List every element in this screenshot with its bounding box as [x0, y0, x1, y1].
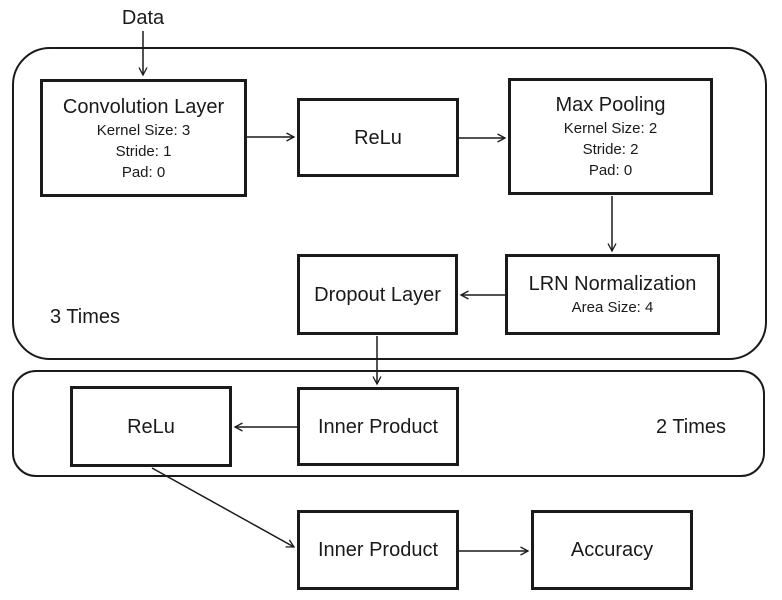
node-title: Inner Product	[317, 539, 439, 561]
group2-repeat-label: 2 Times	[656, 416, 727, 438]
node-title: ReLu	[127, 415, 175, 438]
group1-repeat-label: 3 Times	[50, 306, 121, 328]
node-detail: Pad: 0	[588, 162, 633, 179]
node-detail: Stride: 2	[582, 141, 639, 158]
node-title: LRN Normalization	[528, 273, 697, 295]
node-detail: Area Size: 4	[571, 299, 654, 316]
node-title: Accuracy	[570, 539, 654, 561]
node-detail: Pad: 0	[121, 163, 166, 181]
node-detail: Kernel Size: 3	[96, 121, 191, 139]
node-lrn-normalization: LRN Normalization Area Size: 4	[505, 254, 720, 335]
data-input-label: Data	[121, 7, 165, 29]
node-title: Dropout Layer	[314, 283, 441, 306]
repeat-group-3-times	[12, 47, 767, 360]
node-title: ReLu	[354, 126, 402, 149]
node-detail: Stride: 1	[115, 142, 172, 160]
node-title: Convolution Layer	[62, 95, 225, 118]
node-convolution-layer: Convolution Layer Kernel Size: 3 Stride:…	[40, 79, 247, 197]
node-accuracy: Accuracy	[531, 510, 693, 590]
node-inner-product-1: Inner Product	[297, 387, 459, 466]
node-relu-1: ReLu	[297, 98, 459, 177]
node-dropout-layer: Dropout Layer	[297, 254, 458, 335]
node-max-pooling: Max Pooling Kernel Size: 2 Stride: 2 Pad…	[508, 78, 713, 195]
node-relu-2: ReLu	[70, 386, 232, 467]
node-title: Max Pooling	[555, 94, 666, 116]
repeat-group-2-times	[12, 370, 765, 477]
node-title: Inner Product	[317, 415, 439, 438]
node-detail: Kernel Size: 2	[563, 120, 658, 137]
edge-relu2-to-inner-product-2	[151, 467, 296, 548]
node-inner-product-2: Inner Product	[297, 510, 459, 590]
